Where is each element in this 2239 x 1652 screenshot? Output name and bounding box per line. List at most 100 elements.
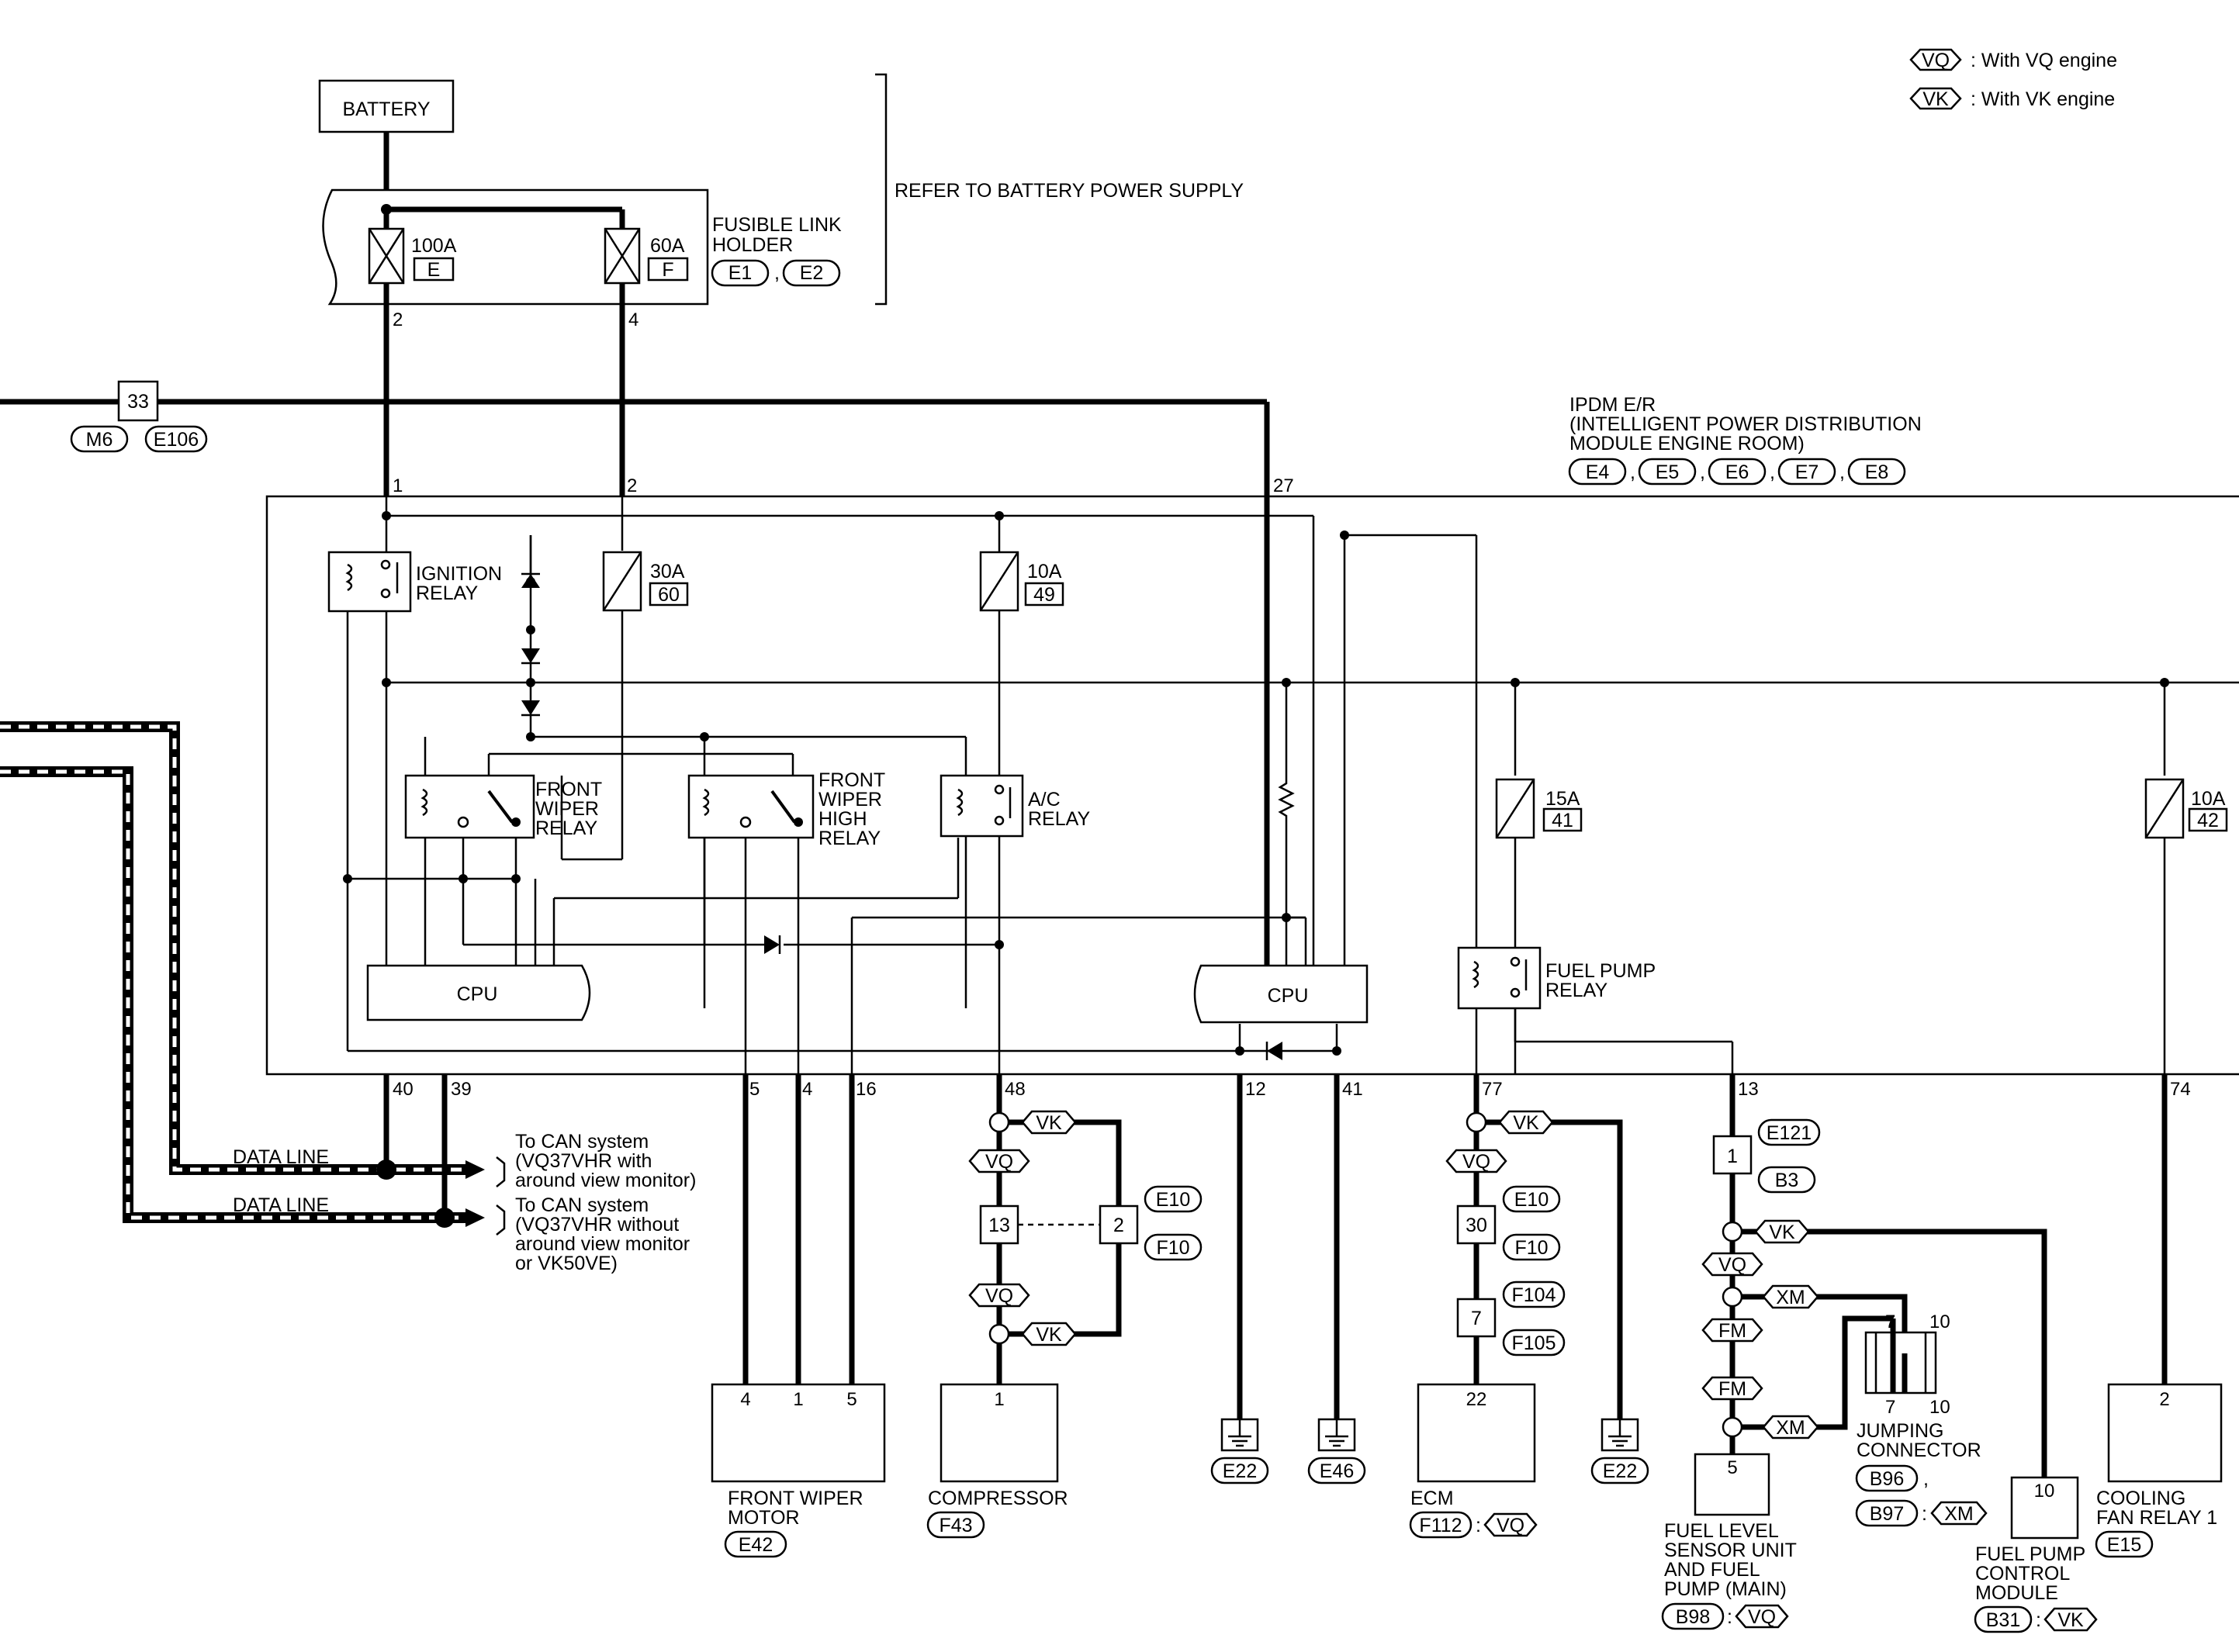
cpu-left-label: CPU xyxy=(457,983,498,1005)
can-note-2-line-1: To CAN system xyxy=(515,1194,649,1216)
jumping-title-2: CONNECTOR xyxy=(1857,1439,1981,1461)
fuel-level-name-4: PUMP (MAIN) xyxy=(1664,1578,1787,1600)
can-note-1-line-2: (VQ37VHR with xyxy=(515,1150,652,1172)
comp-vq-top: VQ xyxy=(985,1151,1013,1173)
battery-label: BATTERY xyxy=(343,98,431,120)
data-line-label-1: DATA LINE xyxy=(233,1146,329,1168)
comp-conn-e10: E10 xyxy=(1156,1189,1190,1211)
svg-text::: : xyxy=(1727,1606,1732,1628)
ecm-conn-f105: F105 xyxy=(1512,1332,1556,1354)
pin-fl-2: 2 xyxy=(393,309,403,330)
cpu-right-label: CPU xyxy=(1268,985,1309,1007)
data-line-label-2: DATA LINE xyxy=(233,1194,329,1216)
fuel-vk: VK xyxy=(1769,1222,1795,1243)
ground-e22-b: E22 xyxy=(1590,1418,1649,1484)
ground-e22-a-label: E22 xyxy=(1223,1460,1257,1482)
pin-ipdm-41: 41 xyxy=(1342,1079,1363,1100)
data-line-1 xyxy=(0,721,465,1175)
comp-vq-bottom: VQ xyxy=(985,1285,1013,1307)
fuel-fm-top: FM xyxy=(1718,1320,1746,1342)
fuse-60a-rating: 60A xyxy=(650,235,685,257)
ecm xyxy=(1417,1383,1536,1483)
comp-pin-13: 13 xyxy=(988,1215,1010,1236)
jumping-pin-7-top: 7 xyxy=(1885,1312,1895,1332)
joint-33 xyxy=(117,380,159,422)
data-line-2 xyxy=(0,766,465,1223)
fuse-10a-42-rating: 10A xyxy=(2191,788,2226,810)
pin-ipdm-39: 39 xyxy=(451,1079,472,1100)
svg-text::: : xyxy=(1476,1515,1481,1536)
fp-control-variant: VK xyxy=(2057,1609,2084,1631)
fusible-link-conn-e1: E1 xyxy=(728,262,753,284)
comp-vk-bottom: VK xyxy=(1036,1324,1062,1346)
pin-ipdm-1: 1 xyxy=(393,475,403,496)
fp-relay-label-1: FUEL PUMP xyxy=(1545,960,1656,982)
pin-ipdm-48: 48 xyxy=(1005,1079,1026,1100)
svg-text:,: , xyxy=(1700,461,1705,483)
fp-relay-label-2: RELAY xyxy=(1545,980,1607,1001)
joint-33-pin: 33 xyxy=(127,391,149,413)
compressor xyxy=(940,1383,1059,1483)
jumping-connector: 7 10 7 10 xyxy=(1864,1312,1950,1418)
resistor xyxy=(1278,776,1295,818)
wiper-motor-name-2: MOTOR xyxy=(728,1507,800,1529)
fuel-level-name-3: AND FUEL xyxy=(1664,1559,1760,1581)
can-note-2-line-2: (VQ37VHR without xyxy=(515,1214,679,1236)
refer-bracket xyxy=(875,73,888,306)
fw-relay-label-2: WIPER xyxy=(535,798,599,820)
diode-stack xyxy=(521,572,540,717)
ecm-pin: 22 xyxy=(1466,1389,1487,1410)
fuse-10a-49-rating: 10A xyxy=(1027,561,1062,582)
comp-vk-top: VK xyxy=(1036,1112,1062,1134)
fusible-link-conn-e2: E2 xyxy=(800,262,824,284)
svg-text:,: , xyxy=(1630,461,1635,483)
cooling-fan-name-1: COOLING xyxy=(2096,1488,2185,1509)
fuel-xm-bottom: XM xyxy=(1776,1417,1805,1439)
ecm-vq: VQ xyxy=(1462,1151,1490,1173)
cooling-fan-conn: E15 xyxy=(2107,1534,2141,1556)
fwh-relay-label-1: FRONT xyxy=(818,769,885,791)
ac-relay xyxy=(940,774,1024,838)
pin-ipdm-27: 27 xyxy=(1273,475,1294,496)
ipdm-title-1: IPDM E/R xyxy=(1569,394,1656,416)
pin-ipdm-13: 13 xyxy=(1738,1079,1759,1100)
fuel-level-name-2: SENSOR UNIT xyxy=(1664,1540,1797,1561)
diode-cpu2 xyxy=(1267,1042,1282,1060)
jumping-conn-b97: B97 xyxy=(1870,1503,1904,1525)
fuel-fm-bottom: FM xyxy=(1718,1378,1746,1400)
fuse-15a-rating: 15A xyxy=(1545,788,1580,810)
jumping-variant: XM xyxy=(1944,1503,1974,1525)
cpu-right xyxy=(1193,964,1369,1024)
pin-ipdm-2: 2 xyxy=(627,475,637,496)
fwh-relay-label-2: WIPER xyxy=(818,789,882,810)
fuel-level-pin: 5 xyxy=(1727,1457,1737,1478)
pin-ipdm-74: 74 xyxy=(2170,1079,2191,1100)
ecm-conn-e10: E10 xyxy=(1514,1189,1549,1211)
fp-control-name-2: CONTROL xyxy=(1975,1563,2070,1585)
wiper-motor-pin-1: 1 xyxy=(793,1389,803,1410)
ipdm-title-2: (INTELLIGENT POWER DISTRIBUTION xyxy=(1569,413,1922,435)
compressor-name: COMPRESSOR xyxy=(928,1488,1068,1509)
joint-conn-e106: E106 xyxy=(154,429,199,451)
fp-control-pin: 10 xyxy=(2034,1481,2055,1502)
fp-control-name-1: FUEL PUMP xyxy=(1975,1543,2085,1565)
ignition-relay-label-1: IGNITION xyxy=(416,563,502,585)
svg-text::: : xyxy=(1922,1503,1927,1525)
comp-conn-f10: F10 xyxy=(1156,1237,1189,1259)
fuse-15a-id: 41 xyxy=(1552,810,1573,831)
legend-vq-code: VQ xyxy=(1922,50,1950,71)
ac-relay-label-2: RELAY xyxy=(1028,808,1090,830)
diode-cpu xyxy=(764,935,780,954)
jumping-pin-10-bottom: 10 xyxy=(1929,1397,1950,1418)
ipdm-conn-e5: E5 xyxy=(1656,461,1680,483)
fuel-pump-control-module xyxy=(2010,1476,2079,1540)
pin-ipdm-77: 77 xyxy=(1482,1079,1503,1100)
ground-e22-b-label: E22 xyxy=(1603,1460,1637,1482)
fuse-10a-49-id: 49 xyxy=(1033,584,1055,606)
fp-control-conn: B31 xyxy=(1986,1609,2020,1631)
svg-text:,: , xyxy=(774,262,780,284)
can-note-2-line-4: or VK50VE) xyxy=(515,1253,618,1274)
can-note-1-line-1: To CAN system xyxy=(515,1131,649,1153)
can-note-1-line-3: around view monitor) xyxy=(515,1170,696,1191)
jumping-pin-10-top: 10 xyxy=(1929,1312,1950,1332)
